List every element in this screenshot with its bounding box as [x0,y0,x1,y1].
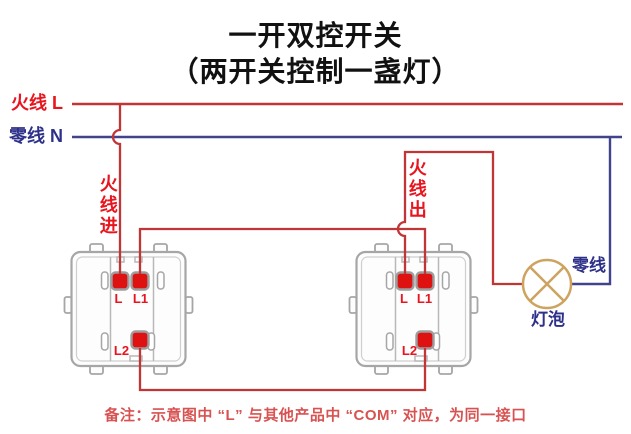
live-in-wire [111,104,122,274]
right-terminal-label-l1: L1 [416,291,433,306]
terminal-l [395,271,415,291]
live-out-label: 火线出 [406,158,427,221]
switch-inner-frame [75,256,182,362]
right-switch [348,243,479,375]
note-text: 备注：示意图中 “L” 与其他产品中 “COM” 对应，为同一接口 [104,407,527,424]
terminal-slot [100,271,109,290]
traveler-wire-l2 [138,348,427,392]
right-terminal-label-l2: L2 [401,343,418,358]
module-notch [129,355,143,362]
live-in-label: 火线进 [97,174,118,237]
terminal-slot [100,332,109,351]
right-terminal-label-l: L [400,291,408,306]
left-terminal-label-l: L [114,291,123,306]
terminal-l2 [130,330,150,350]
page-title: 一开双控开关 [228,20,403,51]
terminal-l1 [130,271,150,291]
page-subtitle: （两开关控制一盏灯） [170,56,461,87]
switch-inner-frame [360,256,467,362]
lamp-cross [529,266,565,302]
left-terminal-label-l2: L2 [113,343,130,358]
lamp-neutral-label: 零线 [572,256,606,275]
live-bus-label: 火线 L [11,93,63,113]
module-notch [419,256,428,263]
lamp-icon [521,258,573,310]
left-terminal-label-l1: L1 [132,291,149,306]
terminal-l1 [415,271,435,291]
terminal-slot [385,332,394,351]
module-notch [414,355,428,362]
left-switch [63,243,194,375]
live-out-wire [396,150,523,286]
terminal-l [110,271,130,291]
lamp-label: 灯泡 [531,310,565,329]
terminal-slot [385,271,394,290]
terminal-slot [441,271,450,290]
module-notch [134,256,143,263]
traveler-wire-l1 [138,227,427,274]
terminal-slot [156,271,165,290]
neutral-bus-label: 零线 N [9,126,63,146]
lamp-neutral-wire [571,137,612,286]
